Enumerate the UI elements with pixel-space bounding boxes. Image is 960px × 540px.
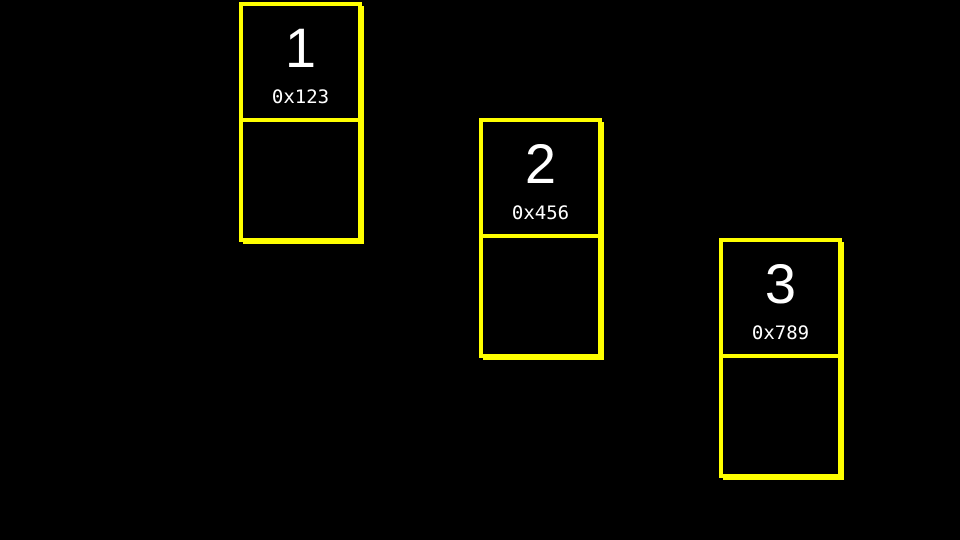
node-2-data-cell: 2 0x456 [483,122,598,238]
list-node-2: 2 0x456 [479,118,602,358]
node-3-pointer-cell [723,358,838,474]
list-node-1: 1 0x123 [239,2,362,242]
node-1-pointer-cell [243,122,358,238]
node-2-pointer-cell [483,238,598,354]
node-2-value: 2 [524,132,557,195]
node-2-address: 0x456 [511,202,570,224]
list-node-3: 3 0x789 [719,238,842,478]
node-3-value: 3 [764,252,797,315]
node-1-data-cell: 1 0x123 [243,6,358,122]
node-1-address: 0x123 [271,86,330,108]
node-3-address: 0x789 [751,322,810,344]
node-1-value: 1 [284,16,317,79]
node-3-data-cell: 3 0x789 [723,242,838,358]
